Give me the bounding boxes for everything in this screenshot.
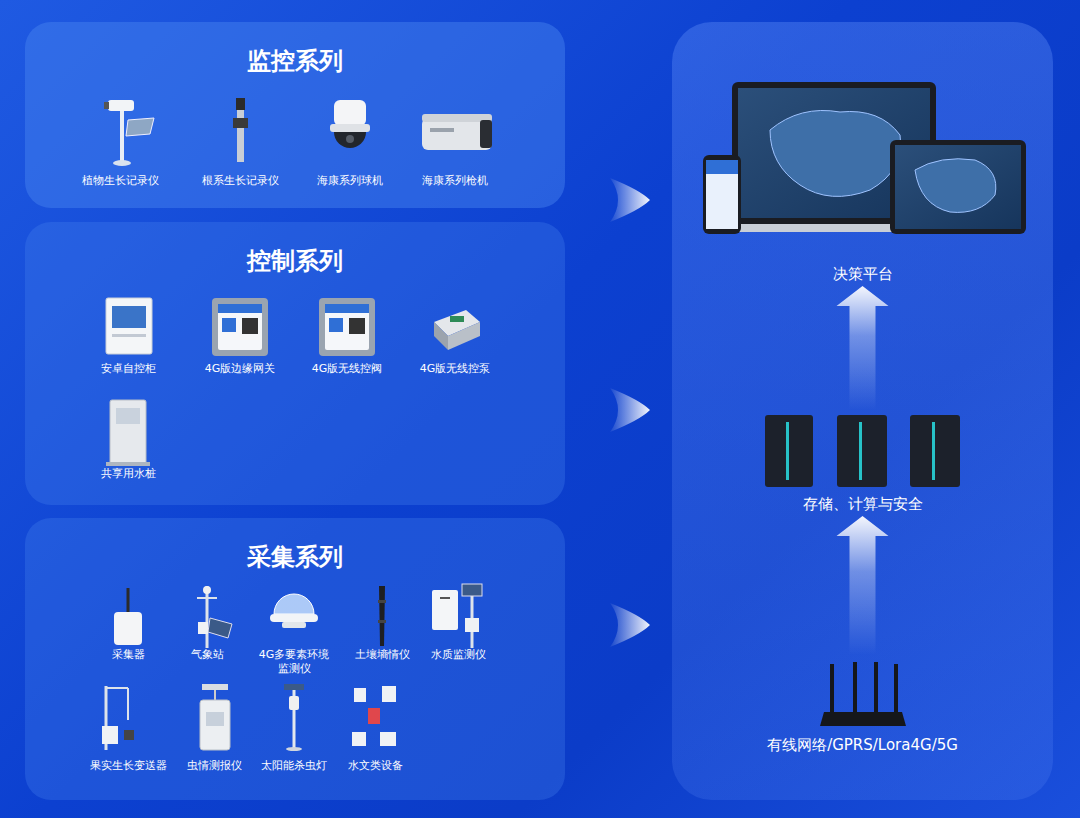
device-label: 有线网络/GPRS/Lora4G/5G xyxy=(767,735,958,757)
device-icon xyxy=(422,114,492,150)
device-item: 4G版无线控阀 xyxy=(302,292,392,376)
chevron xyxy=(610,178,650,222)
device-icon xyxy=(233,98,248,162)
device-item: 海康系列球机 xyxy=(305,95,395,188)
device-item: 水文类设备 xyxy=(330,680,420,773)
device-icon xyxy=(114,588,142,645)
device-icon xyxy=(197,586,232,648)
flow-arrow xyxy=(837,286,889,410)
chevron xyxy=(610,603,650,647)
device-icon xyxy=(102,686,134,750)
platform-item: 有线网络/GPRS/Lora4G/5G xyxy=(752,655,973,757)
series-panel: 采集系列采集器 气象站 4G多要素环境监测仪 土壤墒情仪 水质监测仪果实生长变送器 虫情测… xyxy=(25,518,565,800)
series-panel: 监控系列植物生长记录仪 根系生长记录仪 海康系列球机 海康系列枪机 xyxy=(25,22,565,208)
device-label: 水文类设备 xyxy=(348,759,403,773)
device-label: 4G版无线控阀 xyxy=(312,362,383,376)
platform-illustration xyxy=(703,82,1026,234)
device-label: 土壤墒情仪 xyxy=(355,648,410,662)
panel-title: 监控系列 xyxy=(25,46,565,76)
panel-title: 采集系列 xyxy=(25,542,565,572)
series-panel: 控制系列安卓自控柜 4G版边缘网关 4G版无线控阀 4G版无线控泵共享用水桩 xyxy=(25,222,565,505)
device-label: 共享用水桩 xyxy=(101,467,156,481)
panel-ground xyxy=(25,518,565,800)
device-item: 4G版无线控泵 xyxy=(410,292,500,376)
device-icon xyxy=(284,684,304,751)
device-item: 共享用水桩 xyxy=(83,396,173,481)
panel-ground xyxy=(25,22,565,208)
device-label: 水质监测仪 xyxy=(431,648,486,662)
chevron xyxy=(610,388,650,432)
device-label: 4G多要素环境监测仪 xyxy=(254,648,334,676)
arrow-shape xyxy=(837,516,889,655)
platform-item: 决策平台 xyxy=(700,80,1025,286)
device-item: 4G版边缘网关 xyxy=(195,292,285,376)
device-item: 气象站 xyxy=(162,582,252,662)
flow-arrow xyxy=(837,516,889,655)
router-illustration xyxy=(820,662,906,726)
device-label: 果实生长变送器 xyxy=(90,759,167,773)
panel-ground xyxy=(672,22,1053,800)
device-item: 太阳能杀虫灯 xyxy=(249,680,339,773)
device-item: 海康系列枪机 xyxy=(410,95,500,188)
device-label: 安卓自控柜 xyxy=(101,362,156,376)
device-icon xyxy=(106,298,152,354)
device-item: 根系生长记录仪 xyxy=(195,95,285,188)
device-label: 气象站 xyxy=(191,648,224,662)
device-item: 安卓自控柜 xyxy=(83,292,173,376)
device-icon xyxy=(432,584,482,648)
device-icon xyxy=(104,100,154,166)
device-icon xyxy=(200,684,230,750)
device-label: 4G版无线控泵 xyxy=(420,362,491,376)
device-icon xyxy=(330,100,370,148)
device-label: 海康系列球机 xyxy=(317,174,383,188)
device-item: 采集器 xyxy=(83,582,173,662)
device-item: 虫情测报仪 xyxy=(169,680,259,773)
device-icon xyxy=(212,298,268,356)
device-item: 水质监测仪 xyxy=(413,582,503,662)
platform-item: 存储、计算与安全 xyxy=(752,410,973,516)
arrow-shape xyxy=(837,286,889,410)
device-label: 采集器 xyxy=(112,648,145,662)
device-label: 太阳能杀虫灯 xyxy=(261,759,327,773)
device-icon xyxy=(378,586,386,646)
server-illustration xyxy=(765,415,960,487)
device-label: 决策平台 xyxy=(833,264,893,286)
device-item: 土壤墒情仪 xyxy=(337,582,427,662)
device-icon xyxy=(270,594,318,628)
panel-ground xyxy=(25,222,565,505)
device-label: 植物生长记录仪 xyxy=(82,174,159,188)
device-label: 虫情测报仪 xyxy=(187,759,242,773)
device-icon xyxy=(434,310,480,350)
device-label: 海康系列枪机 xyxy=(422,174,488,188)
device-icon xyxy=(319,298,375,356)
device-item: 植物生长记录仪 xyxy=(75,95,165,188)
device-icon xyxy=(352,686,396,746)
device-icon xyxy=(106,400,150,466)
device-label: 4G版边缘网关 xyxy=(205,362,276,376)
device-label: 存储、计算与安全 xyxy=(803,494,923,516)
panel-title: 控制系列 xyxy=(25,246,565,276)
device-label: 根系生长记录仪 xyxy=(202,174,279,188)
device-item: 4G多要素环境监测仪 xyxy=(250,582,338,676)
device-item: 果实生长变送器 xyxy=(83,680,173,773)
